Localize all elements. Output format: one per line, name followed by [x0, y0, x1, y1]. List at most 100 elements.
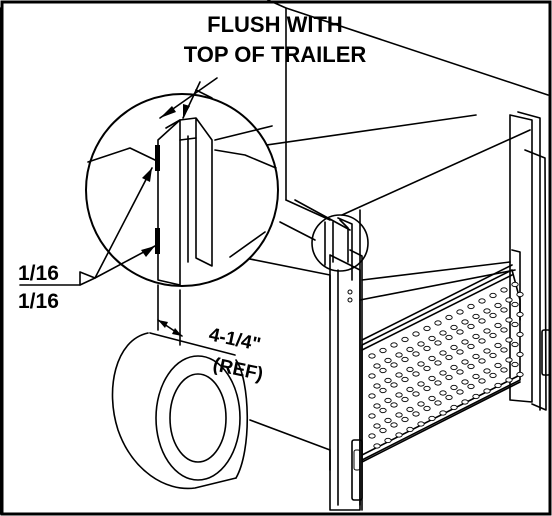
perforation-hole: [373, 363, 381, 369]
perforation-hole: [489, 372, 497, 379]
perforation-hole: [467, 303, 475, 310]
perforation-hole: [472, 373, 480, 380]
trailer-wheel: [111, 332, 249, 490]
perforation-hole: [406, 366, 414, 373]
perforation-hole: [434, 380, 442, 386]
perforation-hole: [456, 389, 464, 395]
perforation-hole: [412, 391, 420, 397]
perforation-hole: [500, 307, 508, 313]
perforation-hole: [511, 321, 519, 328]
dimension-thickness: [157, 284, 183, 346]
perforation-hole: [379, 427, 387, 434]
perforation-hole: [494, 302, 502, 309]
perforation-hole: [483, 328, 491, 334]
weld-size-top: 1/16: [18, 262, 59, 285]
perforation-hole: [450, 344, 458, 351]
perforation-hole: [428, 355, 436, 362]
perforation-hole: [472, 313, 480, 320]
perforation-hole: [390, 382, 398, 388]
perforation-hole: [439, 390, 447, 396]
perforation-hole: [434, 320, 442, 326]
perforation-hole: [379, 387, 387, 394]
perforation-hole: [368, 433, 376, 439]
perforation-hole: [450, 364, 458, 371]
perforation-hole: [516, 351, 524, 358]
perforation-hole: [478, 318, 486, 324]
perforation-hole: [379, 407, 387, 414]
perforation-hole: [384, 357, 392, 364]
perforation-hole: [500, 287, 508, 293]
perforation-hole: [511, 281, 519, 288]
dimension-label: 4-1/4": [207, 324, 263, 355]
perforation-hole: [401, 376, 409, 383]
perforation-hole: [423, 385, 431, 392]
perforation-hole: [373, 443, 381, 449]
perforation-hole: [478, 358, 486, 364]
perforation-hole: [417, 381, 425, 387]
perforation-hole: [445, 374, 453, 381]
perforation-hole: [390, 362, 398, 368]
perforation-hole: [390, 422, 398, 428]
perforation-hole: [417, 401, 425, 407]
perforation-hole: [428, 375, 436, 382]
perforation-hole: [516, 311, 524, 318]
perforation-hole: [445, 334, 453, 341]
front-post-left: [329, 217, 363, 511]
perforation-hole: [373, 423, 381, 429]
weld-symbol: [19, 167, 156, 286]
dimension-ref-label: (REF): [211, 354, 265, 385]
perforation-hole: [456, 329, 464, 335]
perforation-hole: [434, 400, 442, 406]
perforation-hole: [390, 402, 398, 408]
weld-size-bottom: 1/16: [18, 290, 59, 313]
perforation-hole: [472, 353, 480, 360]
perforation-hole: [505, 377, 513, 383]
weld-bead-upper: [155, 145, 160, 171]
perforation-hole: [439, 330, 447, 336]
weld-bead-lower: [155, 228, 160, 254]
perforation-hole: [368, 393, 376, 399]
perforation-hole: [412, 331, 420, 337]
perforation-hole: [395, 372, 403, 378]
perforation-hole: [401, 356, 409, 363]
perforation-hole: [450, 404, 458, 411]
perforation-hole: [406, 386, 414, 393]
perforation-hole: [423, 365, 431, 372]
rear-post-right: [509, 111, 551, 411]
perforation-hole: [406, 346, 414, 353]
perforation-hole: [395, 412, 403, 418]
perforation-hole: [379, 347, 387, 354]
detail-leader-line: [279, 221, 316, 241]
perforation-hole: [516, 371, 524, 378]
perforation-hole: [467, 323, 475, 330]
detail-source-circle: [311, 214, 369, 272]
perforation-hole: [412, 351, 420, 357]
perforation-hole: [489, 292, 497, 299]
perforation-hole: [406, 406, 414, 413]
perforation-hole: [406, 426, 414, 433]
perforation-hole: [417, 361, 425, 367]
perforation-hole: [417, 421, 425, 427]
perforation-hole: [373, 383, 381, 389]
perforation-hole: [505, 357, 513, 363]
perforation-hole: [379, 367, 387, 374]
flush-callout-line1: FLUSH WITH: [207, 12, 343, 37]
perforation-hole: [472, 333, 480, 340]
flush-arrows: [159, 77, 218, 119]
perforation-hole: [461, 399, 469, 405]
perforation-hole: [456, 309, 464, 315]
perforation-hole: [445, 314, 453, 321]
perforation-hole: [417, 341, 425, 347]
perforation-hole: [516, 291, 524, 298]
perforation-hole: [472, 393, 480, 400]
perforation-hole: [384, 397, 392, 404]
perforation-hole: [483, 308, 491, 314]
perforation-hole: [483, 388, 491, 394]
perforation-hole: [489, 312, 497, 319]
perforation-hole: [395, 392, 403, 398]
perforation-hole: [461, 359, 469, 365]
perforation-hole: [384, 437, 392, 444]
